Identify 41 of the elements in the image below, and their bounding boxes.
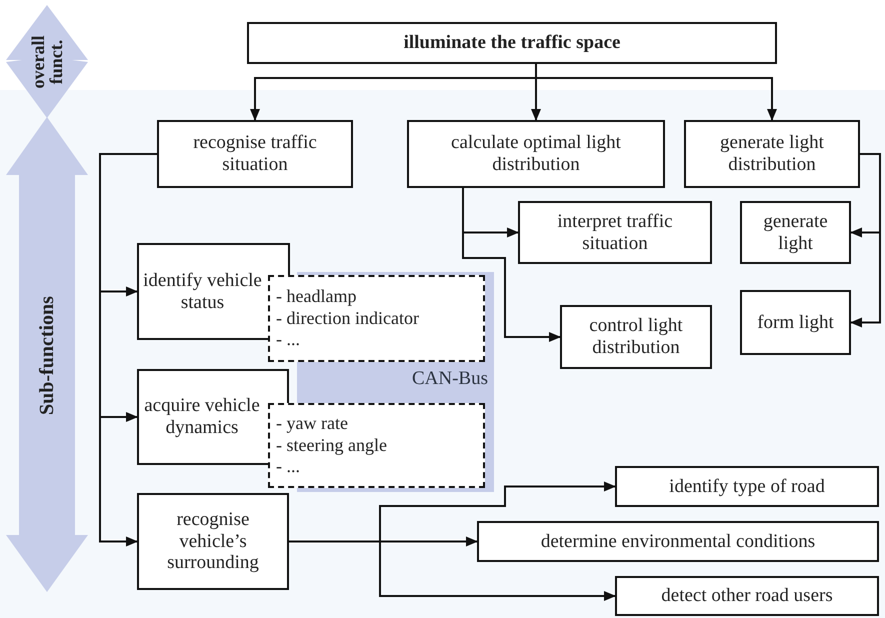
axis-label: Sub-functions bbox=[35, 296, 58, 414]
function-box bbox=[684, 120, 860, 188]
function-box bbox=[615, 466, 879, 507]
list-item: - ... bbox=[276, 329, 300, 351]
function-label: recognise traffic situation bbox=[192, 132, 318, 176]
function-box bbox=[518, 201, 712, 264]
function-label: calculate optimal light distribution bbox=[450, 132, 622, 176]
function-box bbox=[740, 201, 851, 264]
function-label: identify vehicle status bbox=[143, 270, 262, 314]
list-item: - steering angle bbox=[276, 434, 387, 456]
function-box bbox=[407, 120, 665, 188]
bus-label: CAN-Bus bbox=[412, 368, 488, 390]
function-box bbox=[615, 576, 879, 616]
function-box bbox=[157, 120, 353, 188]
function-label: identify type of road bbox=[669, 476, 825, 498]
function-box bbox=[247, 22, 777, 64]
list-item: - direction indicator bbox=[276, 308, 419, 330]
function-label: form light bbox=[757, 312, 834, 334]
arrow bbox=[289, 540, 616, 601]
signal-list-box bbox=[268, 275, 485, 362]
arrow bbox=[850, 153, 881, 328]
function-box bbox=[137, 493, 289, 590]
arrow bbox=[462, 188, 561, 342]
function-label: recognise vehicle’s surrounding bbox=[166, 508, 260, 574]
list-item: - yaw rate bbox=[276, 413, 348, 435]
function-label: determine environmental conditions bbox=[540, 530, 816, 552]
list-item: - ... bbox=[276, 456, 300, 478]
function-box bbox=[477, 521, 879, 562]
function-label: illuminate the traffic space bbox=[404, 32, 620, 54]
function-box bbox=[560, 305, 712, 369]
function-label: generate light distribution bbox=[719, 132, 825, 176]
function-label: generate light bbox=[762, 210, 829, 254]
function-label: control light distribution bbox=[588, 315, 684, 359]
function-label: detect other road users bbox=[661, 585, 833, 607]
function-label: acquire vehicle dynamics bbox=[143, 395, 261, 439]
function-box bbox=[740, 290, 851, 355]
arrow bbox=[535, 64, 777, 121]
axis-label: overall funct. bbox=[29, 34, 65, 90]
function-label: interpret traffic situation bbox=[556, 210, 674, 254]
list-item: - headlamp bbox=[276, 286, 356, 308]
signal-list-box bbox=[268, 403, 485, 488]
